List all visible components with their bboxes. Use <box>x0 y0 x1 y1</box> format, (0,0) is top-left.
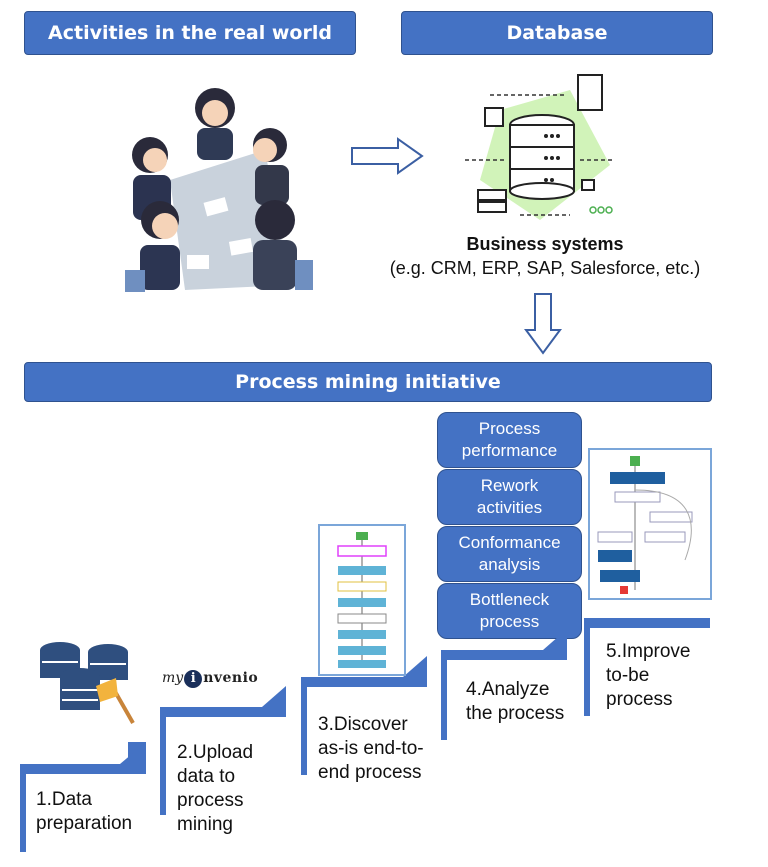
box-line: Process <box>478 419 541 438</box>
step-line: 4.Analyze <box>466 679 550 700</box>
conformance-analysis-box: Conformance analysis <box>437 526 582 582</box>
step-line: the process <box>466 703 565 724</box>
database-server-icon <box>465 74 615 220</box>
bottleneck-process-box: Bottleneck process <box>437 583 582 639</box>
step-line: preparation <box>36 813 133 834</box>
step-5-label: 5.Improve to-be process <box>606 640 690 712</box>
box-line: analysis <box>478 555 541 574</box>
logo-suffix: nvenio <box>203 670 259 686</box>
business-systems-examples: (e.g. CRM, ERP, SAP, Salesforce, etc.) <box>389 258 701 278</box>
step-line: data to <box>177 766 236 787</box>
step-line: 2.Upload <box>177 742 254 763</box>
box-line: performance <box>461 441 558 460</box>
box-line: activities <box>476 498 543 517</box>
process-mining-initiative-banner: Process mining initiative <box>24 362 712 402</box>
database-banner: Database <box>401 11 713 55</box>
to-be-process-thumbnail <box>588 448 712 600</box>
business-systems-title: Business systems <box>466 234 624 254</box>
step-line: 3.Discover <box>318 714 408 735</box>
box-line: Conformance <box>458 533 561 552</box>
step-line: to-be <box>606 665 650 686</box>
box-line: Rework <box>480 476 539 495</box>
activities-banner: Activities in the real world <box>24 11 356 55</box>
step-3-label: 3.Discover as-is end-to- end process <box>318 713 424 785</box>
logo-prefix: my <box>162 670 184 686</box>
process-performance-box: Process performance <box>437 412 582 468</box>
down-arrow-icon <box>524 293 562 355</box>
box-line: process <box>479 612 540 631</box>
step-2-label: 2.Upload data to process mining <box>177 741 253 837</box>
logo-letter: i <box>184 670 203 688</box>
step-line: mining <box>177 814 233 835</box>
step-line: 1.Data <box>36 789 92 810</box>
box-line: Bottleneck <box>469 590 550 609</box>
right-arrow-icon <box>351 137 424 175</box>
step-4-label: 4.Analyze the process <box>466 678 564 726</box>
step-line: end process <box>318 762 422 783</box>
step-line: 5.Improve <box>606 641 691 662</box>
step-line: process <box>606 689 673 710</box>
data-preparation-icon <box>40 642 135 724</box>
step-line: process <box>177 790 244 811</box>
meeting-illustration <box>125 88 313 292</box>
step-line: as-is end-to- <box>318 738 424 759</box>
as-is-process-thumbnail <box>318 524 406 676</box>
step-1-label: 1.Data preparation <box>36 788 132 836</box>
rework-activities-box: Rework activities <box>437 469 582 525</box>
